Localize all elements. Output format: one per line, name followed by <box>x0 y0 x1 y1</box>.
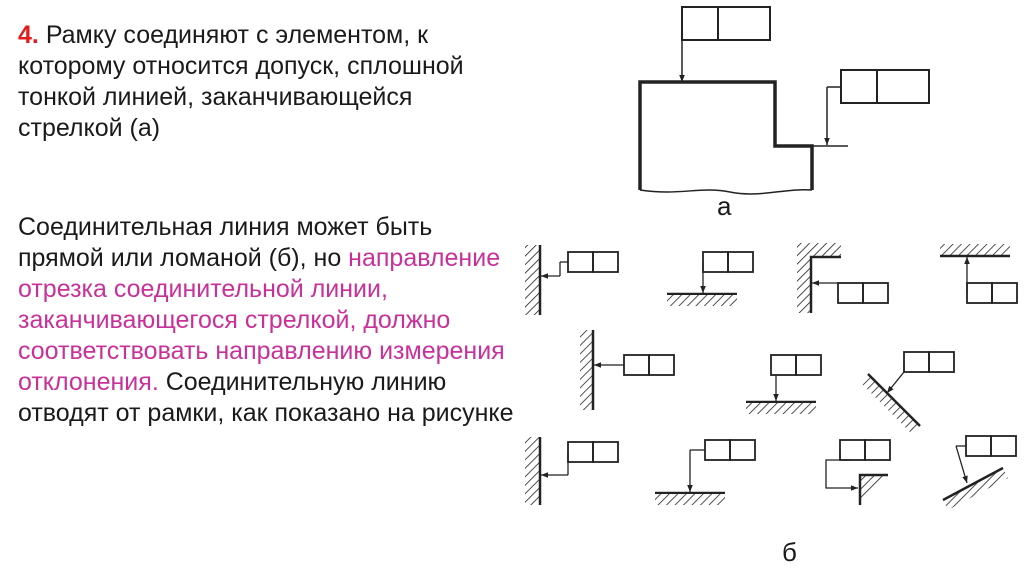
figure-b-row1-wall-left <box>525 245 619 315</box>
figure-b-row3-wall-left <box>525 437 619 505</box>
figure-b-row1-corner <box>797 243 889 313</box>
paragraph-line-direction: Соединительная линия может быть прямой и… <box>18 212 518 429</box>
paragraph-2-highlight: направление отрезка соединительной линии… <box>18 244 505 396</box>
figure-b-row1-ceiling <box>940 244 1018 304</box>
caption-b: б <box>782 537 797 567</box>
figure-b-row2-wall-left <box>580 330 675 410</box>
figure-b-row2-floor <box>746 354 822 414</box>
figure-a <box>638 6 930 195</box>
figure-b-row2-inclined <box>860 351 955 434</box>
paragraph-1-text: Рамку соединяют с элементом, к которому … <box>18 21 464 142</box>
figure-b-row1-floor <box>667 251 754 306</box>
figure-b-row3-floor <box>655 439 756 505</box>
caption-a: а <box>717 191 732 221</box>
item-number: 4. <box>18 21 39 49</box>
paragraph-2-end: Соединительную линию отводят от рамки, к… <box>18 368 514 427</box>
paragraph-2-start: Соединительная линия может быть прямой и… <box>18 213 433 272</box>
paragraph-frame-connection: 4. Рамку соединяют с элементом, к которо… <box>18 20 518 144</box>
figure-b-row3-inclined <box>942 435 1017 510</box>
figure-b-row3-corner <box>825 439 891 505</box>
